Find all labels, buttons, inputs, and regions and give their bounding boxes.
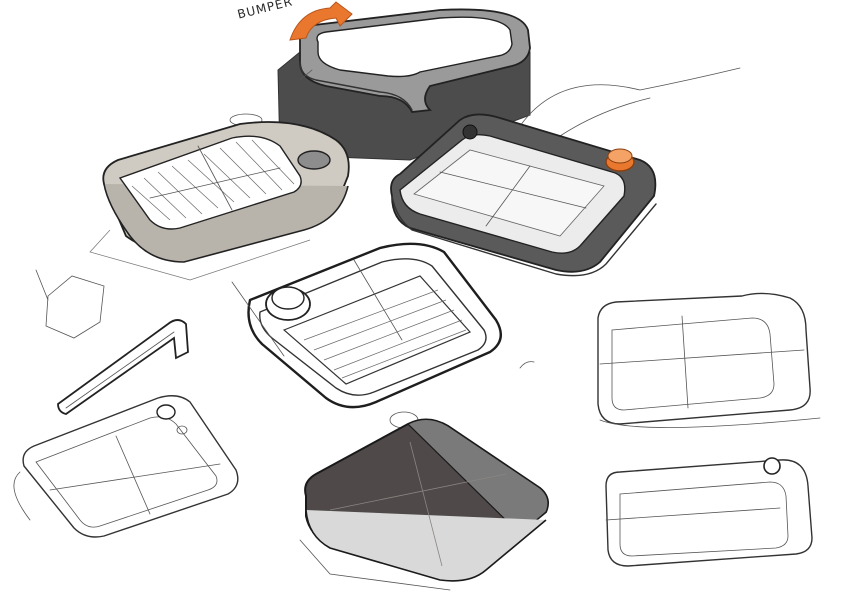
knob-device-sketch: [390, 67, 741, 277]
dark-device-sketch: [299, 411, 549, 591]
tray-device-sketch: [231, 242, 502, 409]
clip-part-sketch: [35, 269, 189, 415]
bumper-frame-sketch: [277, 8, 531, 161]
sketch-tick-mark: [519, 361, 535, 369]
outline-device-right-sketch: [597, 292, 821, 428]
outline-device-lower-right-sketch: [605, 457, 813, 567]
orange-arrow-icon: [289, 1, 353, 41]
outline-device-left-sketch: [13, 395, 239, 538]
grey-device-sketch: [89, 113, 350, 281]
